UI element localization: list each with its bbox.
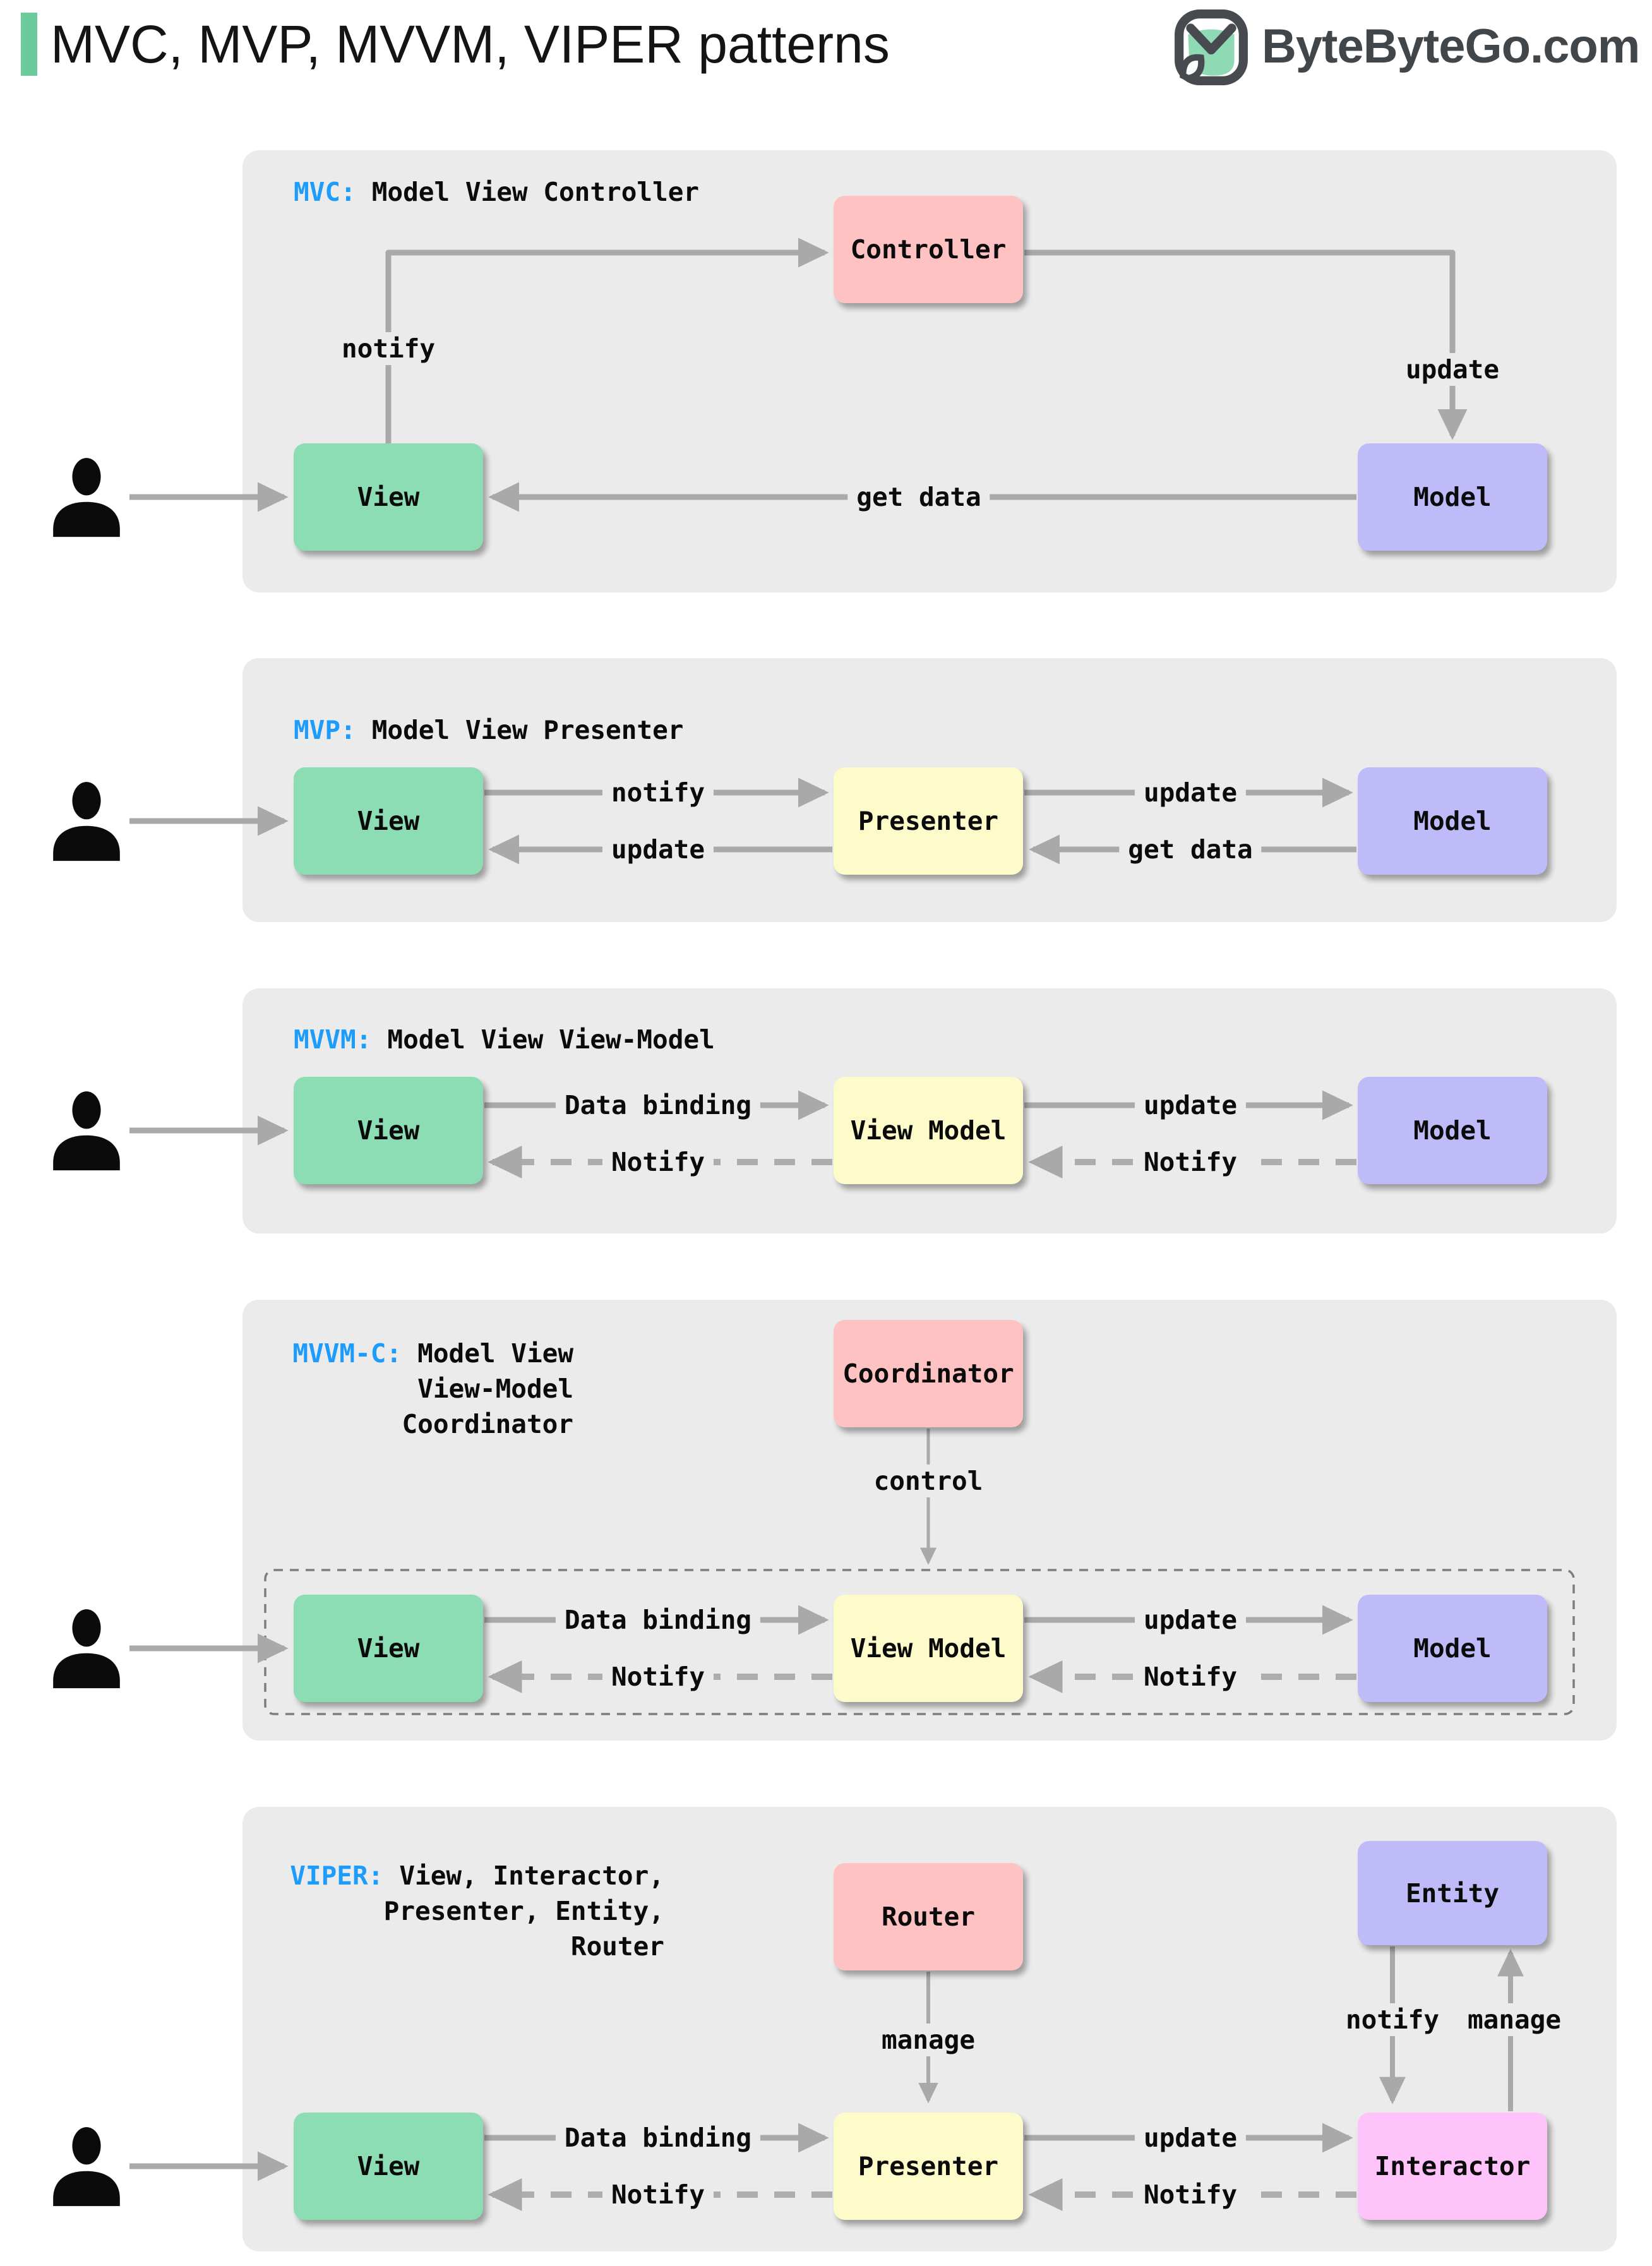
mvc-subtitle: Model View Controller: [371, 177, 700, 207]
mvc-notify-label: notify: [332, 332, 445, 365]
title-accent-bar: [21, 13, 37, 76]
mvvm-view-model-box: View Model: [834, 1077, 1023, 1184]
mvvmc-subtitle-line3: Coordinator: [402, 1409, 573, 1439]
mvvmc-view-box: View: [294, 1595, 483, 1702]
viper-view-box: View: [294, 2113, 483, 2220]
mvvm-view-box: View: [294, 1077, 483, 1184]
mvvmc-update-label: update: [1134, 1604, 1247, 1636]
mvvmc-control-label: control: [865, 1465, 992, 1497]
mvp-heading: MVP: Model View Presenter: [294, 712, 683, 748]
user-icon: [45, 779, 128, 863]
mvvm-update-label: update: [1134, 1089, 1247, 1122]
user-icon: [45, 1088, 128, 1173]
mvvm-data-binding-label: Data binding: [555, 1089, 761, 1122]
mvvm-notify-view-label: Notify: [602, 1146, 714, 1178]
user-icon: [45, 455, 128, 539]
mvvmc-view-model-box: View Model: [834, 1595, 1023, 1702]
viper-tag: VIPER:: [290, 1861, 384, 1891]
viper-heading: VIPER: View, Interactor, Presenter, Entit…: [265, 1858, 664, 1964]
mvp-tag: MVP:: [294, 715, 356, 745]
mvvmc-data-binding-label: Data binding: [555, 1604, 761, 1636]
viper-notify-view-label: Notify: [602, 2178, 714, 2211]
mvvm-tag: MVVM:: [294, 1024, 372, 1055]
mvvmc-coordinator-box: Coordinator: [834, 1320, 1023, 1427]
mvvmc-tag: MVVM-C:: [292, 1338, 402, 1369]
mvp-model-box: Model: [1358, 767, 1547, 875]
viper-manage-router-label: manage: [872, 2023, 985, 2056]
mvc-controller-box: Controller: [834, 196, 1023, 303]
viper-manage-entity-label: manage: [1458, 2003, 1571, 2036]
mvvmc-heading: MVVM-C: Model View View-Model Coordinator: [253, 1336, 573, 1442]
mvvmc-notify-vm-label: Notify: [1134, 1660, 1247, 1693]
mvvm-heading: MVVM: Model View View-Model: [294, 1022, 715, 1057]
mvc-heading: MVC: Model View Controller: [294, 174, 699, 210]
user-icon: [45, 1606, 128, 1691]
mvp-update-view-label: update: [602, 833, 714, 866]
mvvmc-subtitle-line2: View-Model: [417, 1374, 573, 1404]
mvvm-notify-vm-label: Notify: [1134, 1146, 1247, 1178]
viper-notify-entity-label: notify: [1336, 2003, 1449, 2036]
mvp-view-box: View: [294, 767, 483, 875]
viper-router-box: Router: [834, 1863, 1023, 1970]
mvp-get-data-label: get data: [1119, 833, 1262, 866]
viper-subtitle-line3: Router: [570, 1931, 664, 1962]
viper-notify-presenter-label: Notify: [1134, 2178, 1247, 2211]
mvp-notify-label: notify: [602, 776, 714, 809]
mvp-subtitle: Model View Presenter: [371, 715, 684, 745]
viper-update-label: update: [1134, 2121, 1247, 2154]
mvc-view-box: View: [294, 443, 483, 551]
mvc-get-data-label: get data: [847, 481, 990, 513]
viper-data-binding-label: Data binding: [555, 2121, 761, 2154]
mvc-tag: MVC:: [294, 177, 356, 207]
viper-subtitle-line1: View, Interactor,: [399, 1861, 664, 1891]
mvc-model-box: Model: [1358, 443, 1547, 551]
mvvm-subtitle: Model View View-Model: [387, 1024, 715, 1055]
user-icon: [45, 2124, 128, 2209]
brand-name: ByteByteGo.com: [1262, 20, 1640, 73]
viper-presenter-box: Presenter: [834, 2113, 1023, 2220]
mvc-update-label: update: [1396, 353, 1509, 386]
mvvmc-subtitle-line1: Model View: [417, 1338, 573, 1369]
mvp-presenter-box: Presenter: [834, 767, 1023, 875]
viper-entity-box: Entity: [1358, 1841, 1547, 1945]
viper-subtitle-line2: Presenter, Entity,: [383, 1896, 664, 1926]
page-title: MVC, MVP, MVVM, VIPER patterns: [51, 15, 890, 74]
mvp-update-model-label: update: [1134, 776, 1247, 809]
mvvmc-model-box: Model: [1358, 1595, 1547, 1702]
mvvmc-notify-view-label: Notify: [602, 1660, 714, 1693]
mvvm-model-box: Model: [1358, 1077, 1547, 1184]
bytebytego-logo-icon: [1171, 9, 1251, 86]
viper-interactor-box: Interactor: [1358, 2113, 1547, 2220]
